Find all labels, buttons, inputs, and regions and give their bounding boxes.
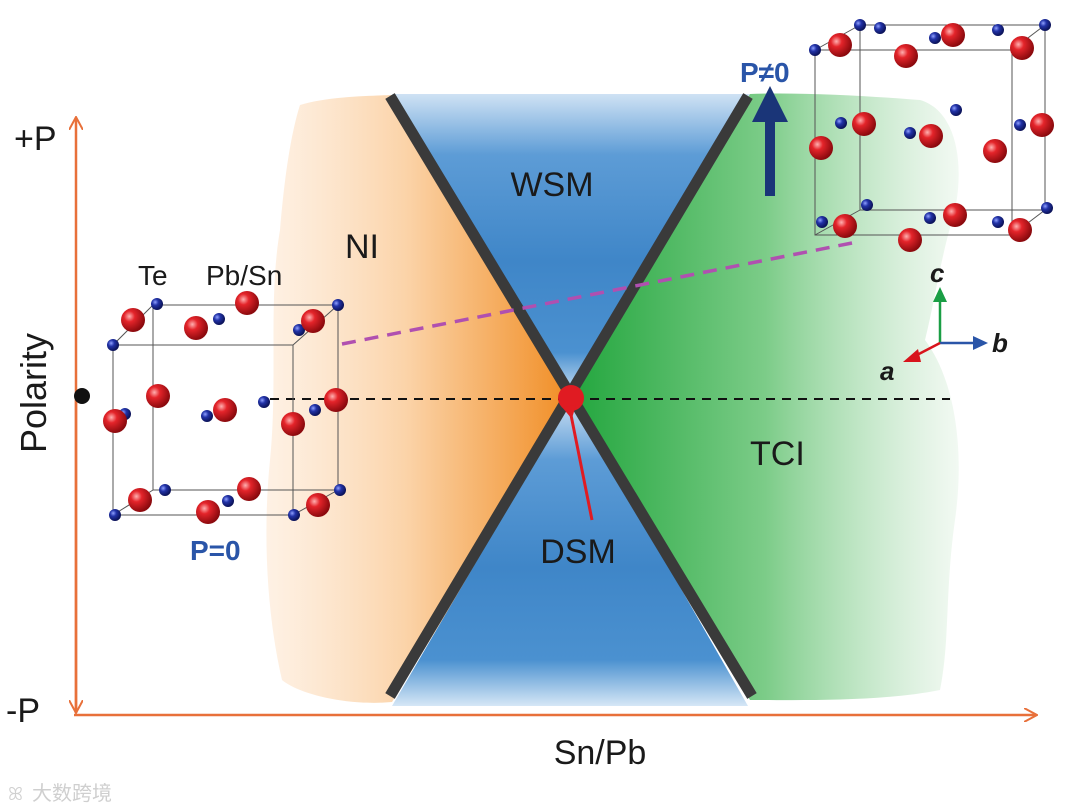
y-top-label: +P bbox=[14, 120, 57, 158]
svg-text:ꕤ: ꕤ bbox=[8, 784, 23, 805]
pbsn-atom bbox=[992, 24, 1004, 36]
te-atom bbox=[919, 124, 943, 148]
te-atom bbox=[852, 112, 876, 136]
crystal-axes bbox=[903, 287, 988, 362]
te-atom bbox=[235, 291, 259, 315]
pbsn-atom bbox=[334, 484, 346, 496]
pbsn-atom bbox=[854, 19, 866, 31]
te-atom bbox=[237, 477, 261, 501]
te-atom bbox=[828, 33, 852, 57]
origin-dot bbox=[74, 388, 90, 404]
te-atom bbox=[833, 214, 857, 238]
crystal-link-line bbox=[341, 241, 853, 346]
atom-label-te: Te bbox=[138, 260, 168, 291]
te-atom bbox=[146, 384, 170, 408]
x-axis-title: Sn/Pb bbox=[554, 734, 647, 772]
pbsn-atom bbox=[861, 199, 873, 211]
pbsn-atom bbox=[929, 32, 941, 44]
right-polarization-label: P≠0 bbox=[740, 57, 790, 88]
te-atom bbox=[1030, 113, 1054, 137]
te-atom bbox=[121, 308, 145, 332]
region-wsm bbox=[392, 94, 750, 398]
critical-point bbox=[558, 385, 584, 411]
te-atom bbox=[898, 228, 922, 252]
pbsn-atom bbox=[904, 127, 916, 139]
te-atom bbox=[894, 44, 918, 68]
left-polarization-label: P=0 bbox=[190, 535, 241, 566]
te-atom bbox=[196, 500, 220, 524]
right-crystal-atoms bbox=[809, 19, 1054, 252]
watermark-text: 大数跨境 bbox=[32, 781, 112, 805]
pbsn-atom bbox=[151, 298, 163, 310]
pbsn-atom bbox=[107, 339, 119, 351]
te-atom bbox=[213, 398, 237, 422]
te-atom bbox=[281, 412, 305, 436]
pbsn-atom bbox=[332, 299, 344, 311]
pbsn-atom bbox=[222, 495, 234, 507]
pbsn-atom bbox=[1041, 202, 1053, 214]
pbsn-atom bbox=[288, 509, 300, 521]
te-atom bbox=[184, 316, 208, 340]
y-bottom-label: -P bbox=[6, 692, 40, 730]
ni-label: NI bbox=[345, 228, 379, 266]
te-atom bbox=[983, 139, 1007, 163]
pbsn-atom bbox=[924, 212, 936, 224]
pbsn-atom bbox=[809, 44, 821, 56]
te-atom bbox=[306, 493, 330, 517]
dsm-label: DSM bbox=[540, 533, 616, 571]
region-wsm-lower bbox=[392, 398, 748, 706]
y-axis-title: Polarity bbox=[13, 333, 54, 453]
te-atom bbox=[128, 488, 152, 512]
pbsn-atom bbox=[874, 22, 886, 34]
te-atom bbox=[1010, 36, 1034, 60]
pbsn-atom bbox=[109, 509, 121, 521]
pbsn-atom bbox=[1014, 119, 1026, 131]
pbsn-atom bbox=[309, 404, 321, 416]
axis-label-c: c bbox=[930, 258, 945, 288]
te-atom bbox=[103, 409, 127, 433]
atom-label-pbsn: Pb/Sn bbox=[206, 260, 282, 291]
pbsn-atom bbox=[992, 216, 1004, 228]
pbsn-atom bbox=[1039, 19, 1051, 31]
te-atom bbox=[301, 309, 325, 333]
axis-label-b: b bbox=[992, 328, 1008, 358]
te-atom bbox=[943, 203, 967, 227]
te-atom bbox=[809, 136, 833, 160]
pbsn-atom bbox=[159, 484, 171, 496]
te-atom bbox=[1008, 218, 1032, 242]
left-crystal-atoms bbox=[103, 291, 348, 524]
pbsn-atom bbox=[835, 117, 847, 129]
dsm-pointer bbox=[562, 404, 594, 521]
pbsn-atom bbox=[816, 216, 828, 228]
watermark: ꕤ 大数跨境 bbox=[8, 781, 112, 805]
te-atom bbox=[941, 23, 965, 47]
pbsn-atom bbox=[258, 396, 270, 408]
te-atom bbox=[324, 388, 348, 412]
pbsn-atom bbox=[293, 324, 305, 336]
pbsn-atom bbox=[201, 410, 213, 422]
axis-label-a: a bbox=[880, 356, 894, 386]
wsm-label: WSM bbox=[510, 166, 593, 204]
tci-label: TCI bbox=[750, 435, 805, 473]
pbsn-atom bbox=[213, 313, 225, 325]
pbsn-atom bbox=[950, 104, 962, 116]
polarization-arrow bbox=[752, 86, 788, 196]
